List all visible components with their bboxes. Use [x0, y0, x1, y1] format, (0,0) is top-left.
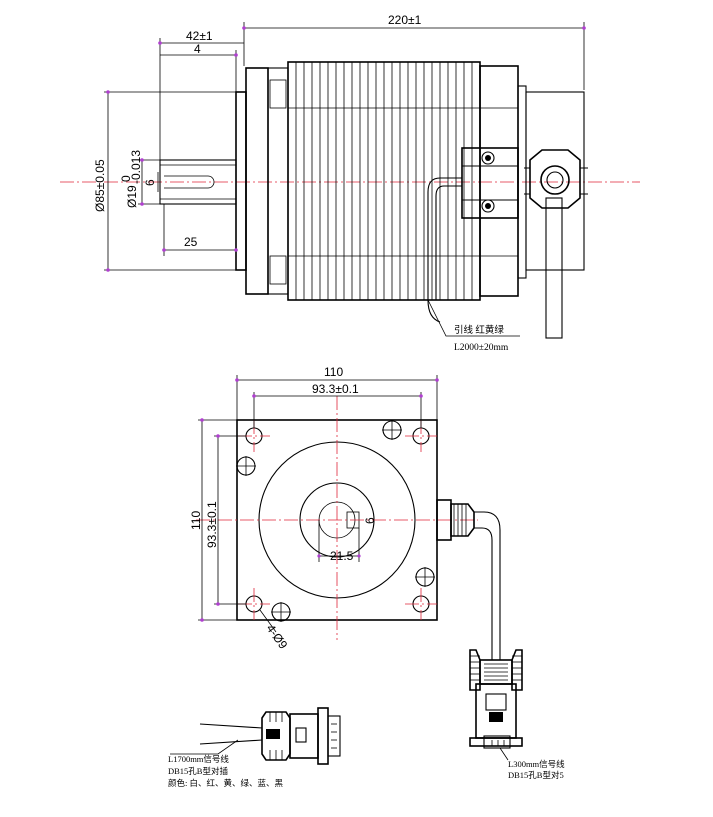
mounting-holes — [236, 420, 435, 622]
dim-shaft-diameter: Ø19 — [125, 185, 139, 208]
cable-gland — [524, 149, 588, 209]
dim-flange-length: 42±1 — [186, 29, 213, 43]
dim-front-hole-spacing-h: 93.3±0.1 — [312, 382, 359, 396]
dim-key-width: 6 — [143, 179, 157, 186]
side-connector-block — [461, 147, 519, 219]
flange — [235, 67, 289, 295]
front-width-dims — [235, 375, 439, 428]
lead-note-leader — [427, 299, 520, 337]
dim-front-height: 110 — [189, 511, 203, 530]
right-note-line2: DB15孔B型对5 — [508, 770, 564, 780]
right-note-line1: L300mm信号线 — [508, 759, 565, 769]
dim-flange-step: 4 — [194, 42, 201, 56]
front-height-dims — [198, 418, 246, 622]
left-note-line3: 颜色: 白、红、黄、绿、蓝、黑 — [168, 778, 283, 788]
dim-shaft-tol-lower: -0.013 — [129, 150, 143, 184]
side-dimensions — [104, 22, 586, 272]
left-note-leader — [170, 739, 239, 755]
front-view: 21.5 6 110 93.3±0.1 — [189, 365, 565, 780]
key-depth-dim — [317, 520, 361, 562]
dim-front-hole-spacing-v: 93.3±0.1 — [205, 501, 219, 548]
lead-note-line1: 引线 红黄绿 — [454, 324, 504, 336]
front-cable-gland — [436, 499, 501, 660]
dim-hole-diameter: 4-Ø9 — [264, 622, 291, 652]
dim-key-depth: 21.5 — [330, 549, 354, 563]
left-db15-connector — [199, 707, 341, 765]
left-note-line1: L1700mm信号线 — [168, 754, 229, 764]
dim-shaft-tol-upper: 0 — [119, 175, 133, 182]
dim-body-diameter: Ø85±0.05 — [93, 159, 107, 212]
side-view: 220±1 42±1 4 Ø85±0.05 Ø19 0 -0.013 6 25 … — [60, 13, 640, 353]
right-db15-connector — [469, 649, 523, 749]
left-note-line2: DB15孔B型对插 — [168, 766, 228, 776]
dim-key-length: 25 — [184, 235, 198, 249]
dim-front-key-width: 6 — [363, 517, 377, 524]
right-note-leader — [499, 747, 509, 761]
motor-body — [287, 61, 481, 301]
lead-note-line2: L2000±20mm — [454, 343, 509, 353]
lead-wire — [427, 177, 563, 339]
dim-front-width: 110 — [324, 365, 343, 379]
dim-overall-length: 220±1 — [388, 13, 422, 27]
hole-callout-leader — [259, 609, 277, 633]
